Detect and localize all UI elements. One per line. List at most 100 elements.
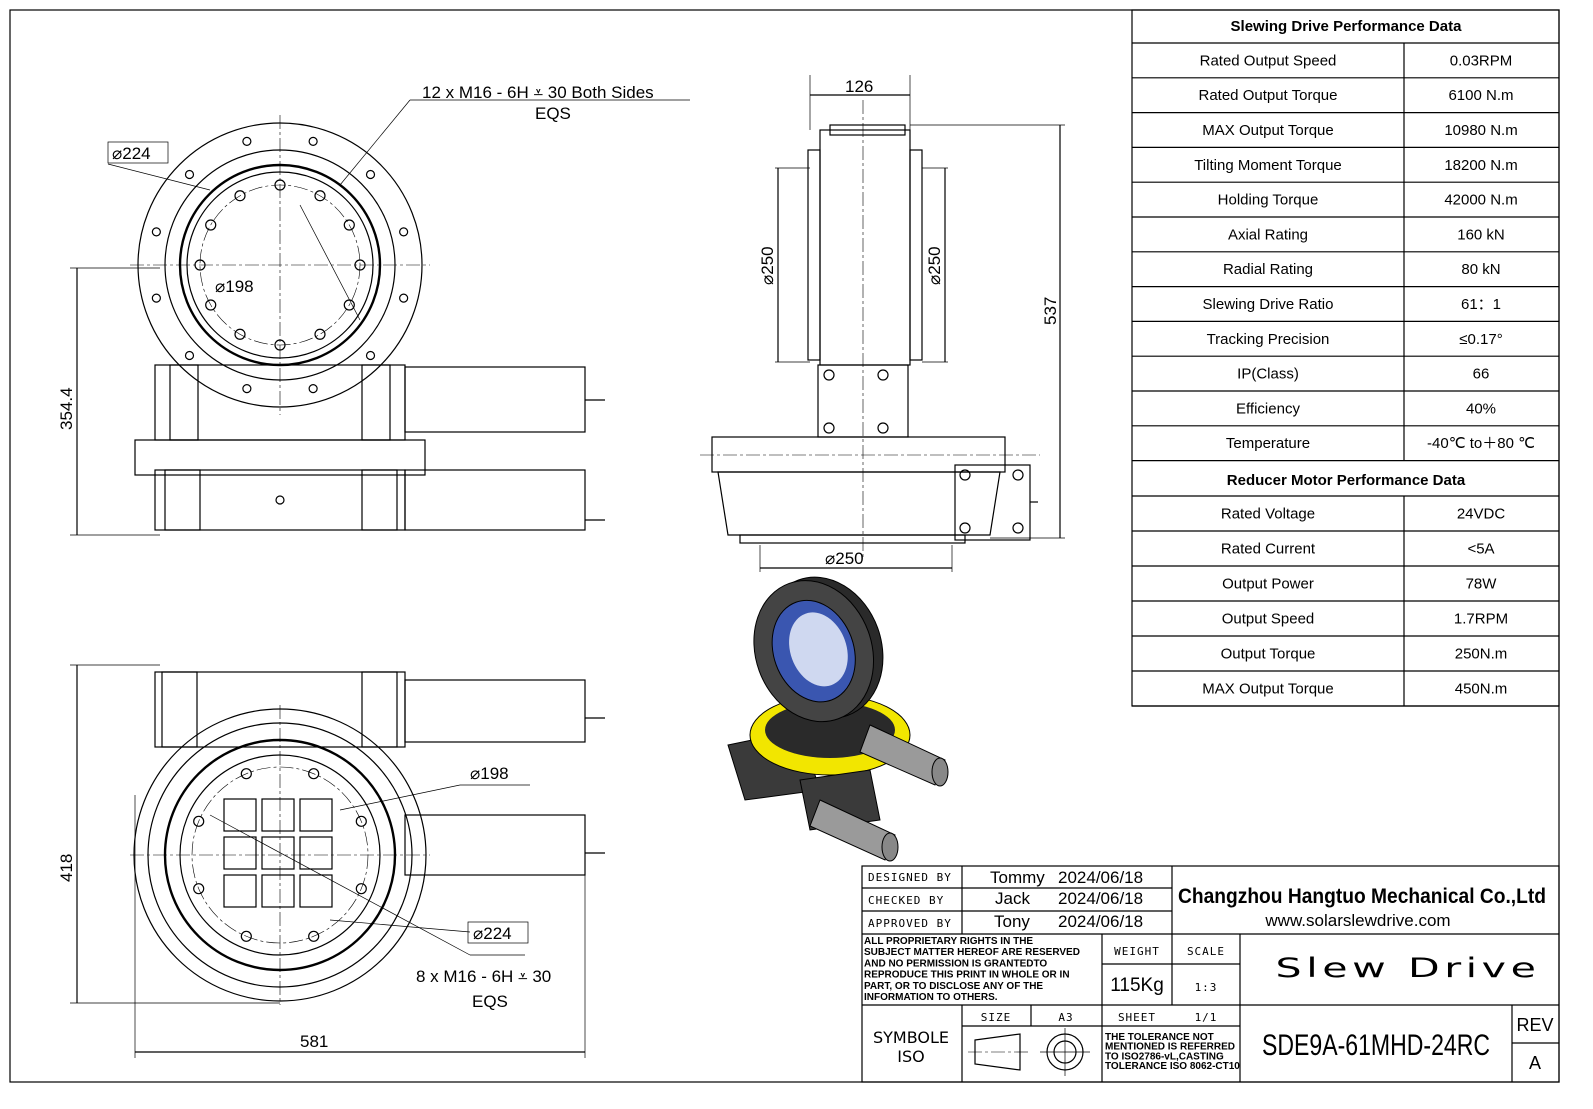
company-website: www.solarslewdrive.com	[1264, 911, 1450, 930]
dim-bottom-holes: 8 x M16 - 6H ⩡ 30	[416, 967, 551, 986]
table-row-label: Temperature	[1226, 435, 1310, 452]
table-row-label: IP(Class)	[1237, 366, 1299, 383]
bolt-hole	[355, 883, 367, 895]
bolt-hole	[234, 328, 246, 340]
iso-label: ISO	[897, 1047, 924, 1066]
bolt-hole	[151, 293, 161, 303]
rights-notice-line: AND NO PERMISSION IS GRANTEDTO	[864, 958, 1047, 969]
bolt-hole	[234, 190, 246, 202]
grid-window	[261, 874, 295, 908]
checked-date: 2024/06/18	[1058, 889, 1143, 908]
rights-notice-line: PART, OR TO DISCLOSE ANY OF THE	[864, 981, 1043, 992]
isometric-render	[727, 576, 949, 862]
size-value: A3	[1058, 1011, 1073, 1024]
grid-window	[261, 836, 295, 870]
bolt-hole	[355, 815, 367, 827]
table-row-value: ≤0.17°	[1459, 331, 1502, 348]
table-row-label: Rated Output Speed	[1200, 52, 1337, 69]
grid-window	[261, 798, 295, 832]
dim-bottom-width: 581	[300, 1032, 328, 1051]
table-row-value: 24VDC	[1457, 506, 1506, 523]
table-row-value: 0.03RPM	[1450, 52, 1513, 69]
sheet-value: 1/1	[1195, 1011, 1218, 1024]
symbol-label: SYMBOLE	[873, 1028, 949, 1047]
bolt-hole	[314, 328, 326, 340]
title-block	[861, 865, 1560, 1083]
rights-notice-line: REPRODUCE THIS PRINT IN WHOLE OR IN	[864, 970, 1070, 981]
table-row-label: Output Speed	[1222, 611, 1315, 628]
dim-top-d224: ⌀224	[112, 144, 151, 163]
grid-window	[223, 836, 257, 870]
side-view	[700, 75, 1065, 572]
dim-side-d250-right: ⌀250	[925, 246, 944, 285]
dim-bottom-d224: ⌀224	[473, 924, 512, 943]
designed-by-name: Tommy	[990, 868, 1045, 887]
checked-by-name: Jack	[995, 889, 1030, 908]
table-row-label: Rated Voltage	[1221, 506, 1315, 523]
table-row-label: Tilting Moment Torque	[1194, 157, 1342, 174]
bolt-hole	[399, 227, 409, 237]
dim-side-d250-left: ⌀250	[758, 246, 777, 285]
table-row-value: 80 kN	[1461, 261, 1500, 278]
grid-window	[299, 836, 333, 870]
bolt-hole	[314, 190, 326, 202]
bolt-hole	[242, 136, 252, 146]
dim-top-holes: 12 x M16 - 6H ⩡ 30 Both Sides	[422, 83, 654, 102]
table-row-label: Slewing Drive Ratio	[1203, 296, 1334, 313]
tolerance-note-line: MENTIONED IS REFERRED	[1105, 1042, 1235, 1053]
dim-bottom-d198: ⌀198	[470, 764, 509, 783]
dim-side-width: 126	[845, 77, 873, 96]
grid-window	[223, 798, 257, 832]
grid-window	[299, 798, 333, 832]
bolt-hole	[308, 384, 318, 394]
bolt-hole	[151, 227, 161, 237]
table-row-label: Axial Rating	[1228, 226, 1308, 243]
projection-symbol-icon	[974, 1033, 1021, 1071]
bolt-hole	[193, 883, 205, 895]
table-row-label: Radial Rating	[1223, 261, 1313, 278]
bolt-hole	[365, 350, 376, 361]
table-row-value: 450N.m	[1455, 681, 1508, 698]
dim-side-height: 537	[1041, 297, 1060, 325]
table-row-value: 1.7RPM	[1454, 611, 1508, 628]
dim-bottom-eqs: EQS	[472, 992, 508, 1011]
scale-value: 1:3	[1195, 981, 1218, 994]
top-view	[107, 99, 690, 531]
table-row-label: Tracking Precision	[1207, 331, 1330, 348]
slewing-table-title: Slewing Drive Performance Data	[1231, 18, 1463, 35]
approved-by-name: Tony	[994, 912, 1030, 931]
dim-top-eqs: EQS	[535, 104, 571, 123]
table-row-value: 61：1	[1461, 296, 1501, 313]
table-row-value: 40%	[1466, 400, 1496, 417]
company-name: Changzhou Hangtuo Mechanical Co.,Ltd	[1178, 885, 1546, 908]
table-row-label: Holding Torque	[1218, 192, 1319, 209]
motor-cylinder	[404, 469, 586, 531]
dim-bottom-height: 418	[57, 854, 76, 882]
bolt-hole	[343, 219, 355, 231]
table-row-value: 42000 N.m	[1444, 192, 1517, 209]
sheet-label: SHEET	[1118, 1011, 1156, 1024]
bolt-hole	[240, 768, 252, 780]
table-row-label: MAX Output Torque	[1202, 122, 1333, 139]
table-row-value: 18200 N.m	[1444, 157, 1517, 174]
table-row-value: 66	[1473, 366, 1490, 383]
bolt-hole	[184, 350, 195, 361]
designed-by-label: DESIGNED BY	[868, 871, 952, 884]
grid-window	[223, 874, 257, 908]
bolt-hole	[308, 136, 318, 146]
bolt-hole	[365, 169, 376, 180]
part-number: SDE9A-61MHD-24RC	[1262, 1029, 1490, 1062]
bolt-hole	[184, 169, 195, 180]
bolt-hole	[308, 930, 320, 942]
rights-notice-line: INFORMATION TO OTHERS.	[864, 992, 998, 1003]
table-row-label: Rated Current	[1221, 541, 1316, 558]
dim-top-height: 354.4	[57, 387, 76, 430]
rights-notice-line: ALL PROPRIETARY RIGHTS IN THE	[864, 936, 1033, 947]
table-row-label: Output Power	[1222, 576, 1314, 593]
product-name: Slew Drive	[1276, 953, 1541, 984]
approved-by-label: APPROVED BY	[868, 917, 952, 930]
table-row-label: Efficiency	[1236, 400, 1300, 417]
table-row-value: 6100 N.m	[1448, 87, 1513, 104]
table-row-value: 250N.m	[1455, 646, 1508, 663]
